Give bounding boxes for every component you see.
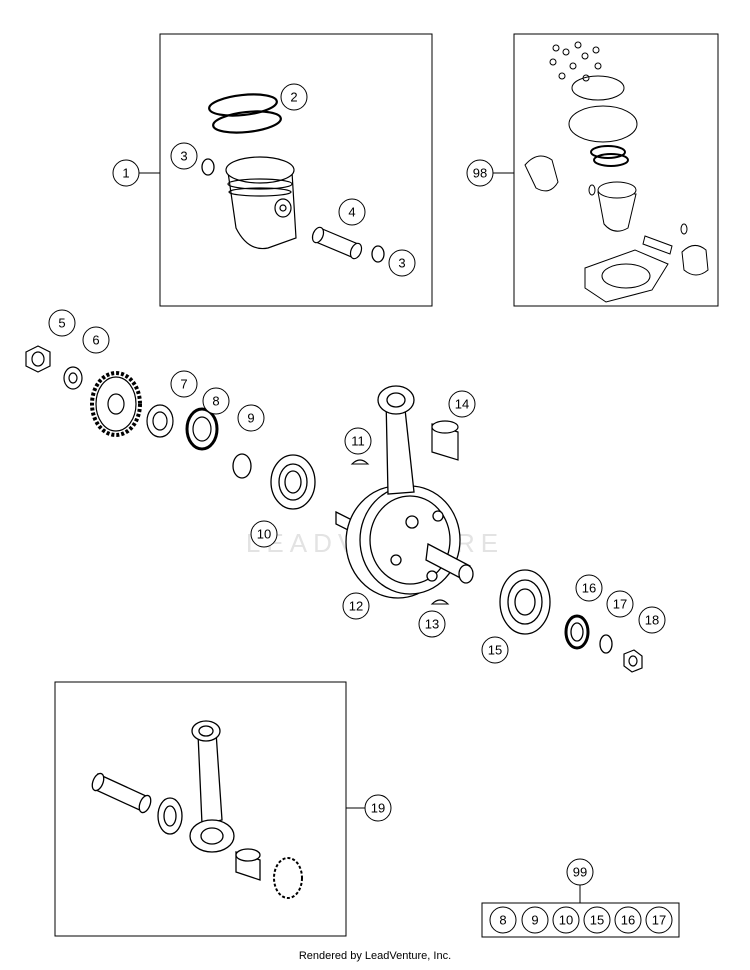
callout-12-label: 12 bbox=[349, 599, 363, 614]
kit-99-member-17-label: 17 bbox=[652, 913, 666, 928]
callout-2-label: 2 bbox=[290, 90, 297, 105]
callout-99[interactable]: 99 bbox=[566, 858, 594, 886]
kit-99-member-8-label: 8 bbox=[499, 913, 506, 928]
callout-14-label: 14 bbox=[455, 397, 469, 412]
callout-9-label: 9 bbox=[247, 411, 254, 426]
callout-10-label: 10 bbox=[257, 527, 271, 542]
kit-99-member-9[interactable]: 9 bbox=[521, 906, 549, 934]
circlip-3-drawing bbox=[201, 158, 385, 263]
frame-conrod-kit bbox=[54, 681, 347, 937]
callout-98-label: 98 bbox=[473, 166, 487, 181]
callout-1[interactable]: 1 bbox=[112, 159, 140, 187]
callout-19-label: 19 bbox=[371, 801, 385, 816]
seal-8-drawing bbox=[185, 407, 219, 451]
callout-18-label: 18 bbox=[645, 613, 659, 628]
kit-99-member-16[interactable]: 16 bbox=[614, 906, 642, 934]
callout-6[interactable]: 6 bbox=[82, 326, 110, 354]
callout-13-label: 13 bbox=[425, 617, 439, 632]
callout-3-upper[interactable]: 3 bbox=[170, 142, 198, 170]
callout-7[interactable]: 7 bbox=[170, 370, 198, 398]
conrod-kit-19-drawing bbox=[91, 720, 303, 899]
callout-10[interactable]: 10 bbox=[250, 520, 278, 548]
callout-7-label: 7 bbox=[180, 377, 187, 392]
nut-18-drawing bbox=[623, 649, 643, 673]
piston-drawing bbox=[225, 156, 297, 250]
callout-19[interactable]: 19 bbox=[364, 794, 392, 822]
callout-11[interactable]: 11 bbox=[344, 427, 372, 455]
callout-8-label: 8 bbox=[212, 394, 219, 409]
callout-16[interactable]: 16 bbox=[575, 574, 603, 602]
kit-99-member-9-label: 9 bbox=[531, 913, 538, 928]
key-11-drawing bbox=[350, 459, 370, 465]
callout-8[interactable]: 8 bbox=[202, 387, 230, 415]
callout-98[interactable]: 98 bbox=[466, 159, 494, 187]
kit-99-member-15[interactable]: 15 bbox=[583, 906, 611, 934]
kit-99-member-16-label: 16 bbox=[621, 913, 635, 928]
callout-3-upper-label: 3 bbox=[180, 149, 187, 164]
callout-99-label: 99 bbox=[573, 865, 587, 880]
callout-3-lower-label: 3 bbox=[398, 256, 405, 271]
callout-13[interactable]: 13 bbox=[418, 610, 446, 638]
callout-2[interactable]: 2 bbox=[280, 83, 308, 111]
callout-17-label: 17 bbox=[613, 597, 627, 612]
key-13-drawing bbox=[430, 599, 450, 605]
callout-4[interactable]: 4 bbox=[338, 198, 366, 226]
callout-12[interactable]: 12 bbox=[342, 592, 370, 620]
kit-99-member-8[interactable]: 8 bbox=[489, 906, 517, 934]
gear-drawing bbox=[90, 371, 142, 437]
bearing-7-drawing bbox=[146, 404, 174, 438]
callout-11-label: 11 bbox=[351, 434, 365, 449]
callout-3-lower[interactable]: 3 bbox=[388, 249, 416, 277]
seal-16-drawing bbox=[564, 614, 590, 650]
nut-5-drawing bbox=[25, 345, 51, 373]
frame-gasket-kit bbox=[513, 33, 719, 307]
callout-4-label: 4 bbox=[348, 205, 355, 220]
callout-16-label: 16 bbox=[582, 581, 596, 596]
callout-15[interactable]: 15 bbox=[481, 636, 509, 664]
crankshaft-12-drawing bbox=[335, 385, 474, 599]
piston-pin-4-drawing bbox=[311, 226, 363, 260]
kit-99-member-17[interactable]: 17 bbox=[645, 906, 673, 934]
bearing-10-drawing bbox=[270, 454, 316, 510]
gasket-kit-98-drawing bbox=[524, 41, 709, 303]
kit-99-member-10[interactable]: 10 bbox=[552, 906, 580, 934]
callout-1-label: 1 bbox=[122, 166, 129, 181]
bearing-15-drawing bbox=[499, 569, 551, 635]
kit-99-member-10-label: 10 bbox=[559, 913, 573, 928]
ring-9-drawing bbox=[232, 453, 252, 479]
ring-17-drawing bbox=[599, 634, 613, 654]
callout-15-label: 15 bbox=[488, 643, 502, 658]
bushing-14-drawing bbox=[431, 420, 459, 461]
piston-ring-2-drawing bbox=[208, 93, 282, 134]
callout-14[interactable]: 14 bbox=[448, 390, 476, 418]
leader-lines bbox=[139, 172, 581, 903]
washer-6-drawing bbox=[63, 366, 83, 390]
callout-5-label: 5 bbox=[58, 316, 65, 331]
frame-piston-assembly bbox=[159, 33, 433, 307]
callout-18[interactable]: 18 bbox=[638, 606, 666, 634]
callout-5[interactable]: 5 bbox=[48, 309, 76, 337]
callout-17[interactable]: 17 bbox=[606, 590, 634, 618]
callout-6-label: 6 bbox=[92, 333, 99, 348]
footer-credit: Rendered by LeadVenture, Inc. bbox=[298, 950, 452, 962]
callout-9[interactable]: 9 bbox=[237, 404, 265, 432]
kit-99-member-15-label: 15 bbox=[590, 913, 604, 928]
